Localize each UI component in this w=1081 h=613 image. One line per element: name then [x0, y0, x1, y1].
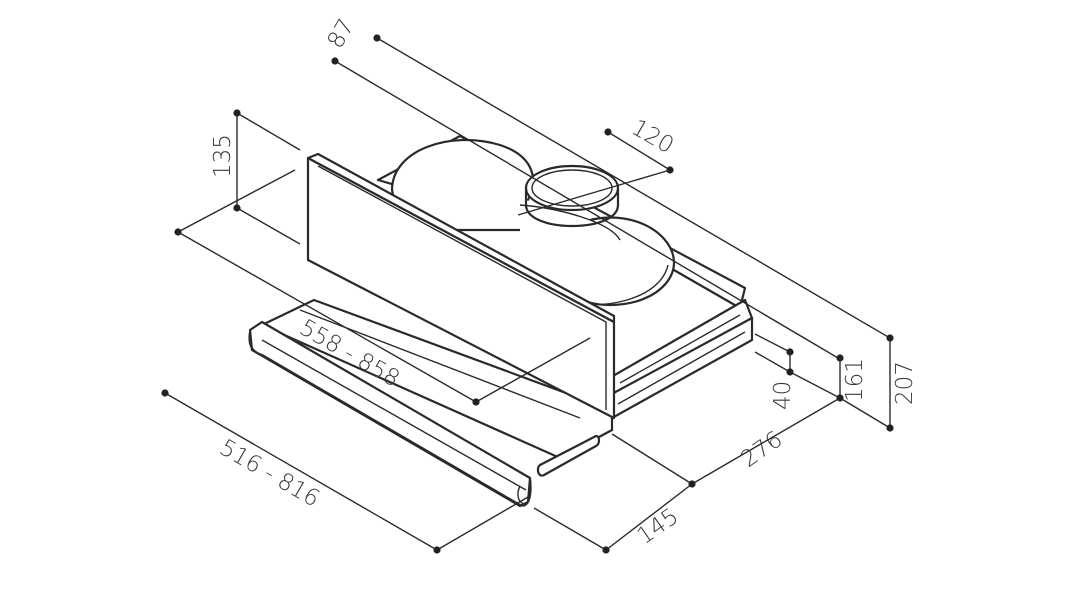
dimension-lines — [164, 37, 891, 551]
front-visor-panel — [306, 152, 616, 420]
label-40: 40 — [770, 381, 796, 410]
label-135: 135 — [210, 134, 236, 178]
label-120: 120 — [627, 115, 678, 159]
label-145: 145 — [633, 503, 684, 549]
label-207: 207 — [892, 361, 918, 405]
dimension-dots — [161, 34, 894, 554]
front-drawer-trim — [248, 320, 601, 508]
label-87: 87 — [323, 15, 360, 53]
label-516-816: 516 - 816 — [215, 435, 324, 513]
label-161: 161 — [842, 358, 868, 402]
